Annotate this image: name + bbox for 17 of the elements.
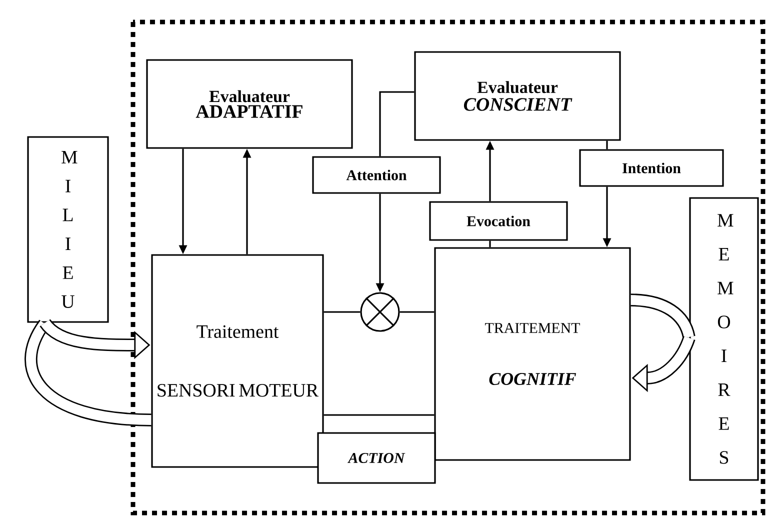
connector-line bbox=[379, 91, 414, 156]
label-box: Attention bbox=[312, 156, 441, 194]
multiplier-circle bbox=[360, 292, 400, 332]
evaluator-box: Evaluateur CONSCIENT bbox=[414, 51, 621, 141]
evaluator-box: Evaluateur ADAPTATIF bbox=[146, 59, 353, 149]
connector-line bbox=[400, 311, 434, 313]
connector-line bbox=[324, 311, 360, 313]
processing-box: Traitement SENSORI MOTEUR bbox=[151, 254, 324, 468]
memory-box: M E M O I R E S bbox=[689, 197, 759, 481]
environment-box: M I L I E U bbox=[27, 136, 109, 323]
processing-box: TRAITEMENT COGNITIF bbox=[434, 247, 631, 461]
label-box: Evocation bbox=[429, 201, 568, 241]
action-box: ACTION bbox=[317, 432, 436, 484]
label-box: Intention bbox=[579, 149, 724, 187]
connector-line bbox=[606, 140, 608, 150]
connector-line bbox=[489, 240, 491, 248]
connector-line bbox=[324, 414, 434, 416]
